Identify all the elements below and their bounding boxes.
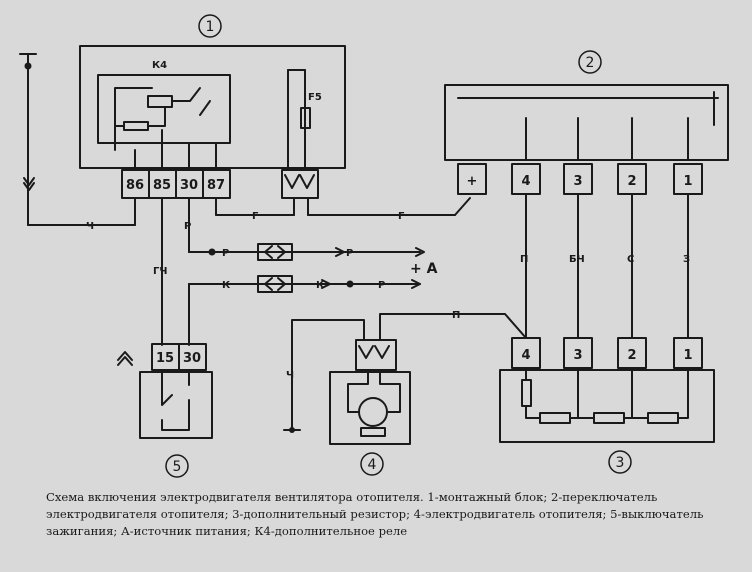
power-source-label: + А — [410, 261, 438, 277]
relay-label: К4 — [152, 60, 167, 71]
fuse-f5 — [300, 107, 311, 129]
wire-label-k-b: К — [316, 280, 325, 291]
resistor-pin-3: 3 — [573, 348, 582, 363]
wire-label-r-b: Р — [346, 248, 353, 259]
label-block-3: 3 — [616, 455, 625, 471]
wire-label-p-top: П — [452, 310, 460, 321]
relay-k4 — [97, 74, 231, 144]
caption-text: Схема включения электродвигателя вентиля… — [46, 490, 704, 538]
resistor-block — [499, 369, 715, 443]
fan-switch — [444, 84, 729, 161]
resistor-pin-1: 1 — [683, 348, 692, 363]
heater-motor — [329, 371, 411, 445]
wire-label-bch: БЧ — [569, 254, 585, 265]
resistor-pin-4: 4 — [521, 348, 530, 363]
label-block-1: 1 — [206, 19, 215, 35]
wire-label-r-c: Р — [378, 280, 385, 291]
ignition-pin-15: 15 — [156, 351, 174, 366]
wire-label-g1: Г — [252, 211, 259, 222]
switch-pin-2: 2 — [627, 174, 636, 189]
resistor-pin-2: 2 — [627, 348, 636, 363]
wire-label-k-a: К — [222, 280, 231, 291]
fuse-label: F5 — [308, 92, 322, 103]
motor-connector — [355, 339, 397, 371]
relay-pin-87: 87 — [207, 178, 225, 193]
relay-pin-30: 30 — [180, 178, 198, 193]
relay-pin-85: 85 — [153, 178, 171, 193]
wire-label-r-vert: Р — [184, 221, 191, 232]
switch-pin-3: 3 — [573, 174, 582, 189]
wire-label-gch: ГЧ — [153, 266, 167, 277]
relay-pin-86: 86 — [126, 178, 144, 193]
label-block-4: 4 — [368, 457, 377, 473]
connector-r — [257, 243, 293, 261]
wire-label-s: С — [627, 254, 634, 265]
switch-pin-plus: + — [467, 174, 478, 189]
mounting-block — [79, 45, 346, 169]
wire-label-ch-left: Ч — [86, 221, 94, 232]
wire-label-p-col4: П — [520, 254, 528, 265]
wire-label-g2: Г — [398, 211, 405, 222]
figure-caption: Схема включения электродвигателя вентиля… — [46, 489, 746, 540]
fuse-connector — [281, 169, 319, 199]
wire-label-ch-motor: Ч — [286, 370, 294, 381]
wire-label-z: З — [683, 254, 690, 265]
ignition-switch — [139, 371, 213, 439]
connector-k — [257, 275, 293, 293]
wire-label-r-a: Р — [222, 248, 229, 259]
ignition-pin-30: 30 — [183, 351, 201, 366]
label-block-5: 5 — [173, 459, 182, 475]
switch-pin-1: 1 — [683, 174, 692, 189]
label-block-2: 2 — [586, 55, 595, 71]
switch-pin-4: 4 — [521, 174, 530, 189]
